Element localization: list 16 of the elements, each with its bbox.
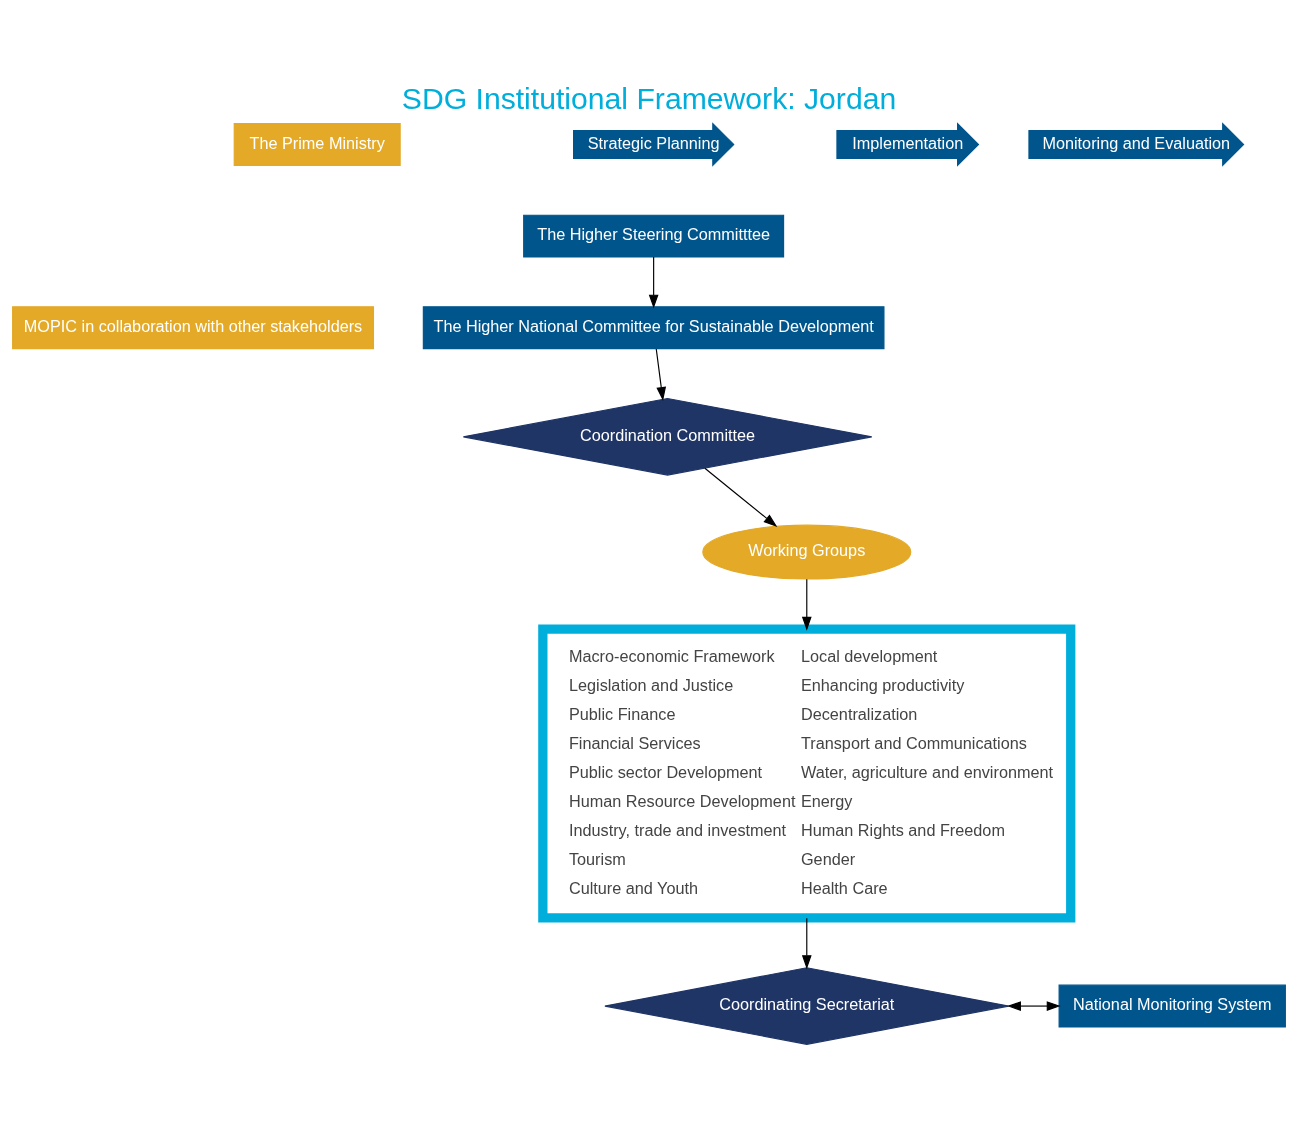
node-box: National Monitoring System <box>1058 984 1286 1028</box>
arrow <box>1007 1000 1061 1011</box>
arrow <box>801 578 812 631</box>
node-diamond: Coordination Committee <box>462 397 873 476</box>
node-box: The Higher National Committee for Sustainable Development <box>422 305 885 349</box>
node-diamond: Coordinating Secretariat <box>604 966 1010 1045</box>
node-box: MOPIC in collaboration with other stakeholders <box>12 305 375 349</box>
arrow <box>655 347 667 401</box>
arrow <box>801 917 812 969</box>
node-box: The Prime Ministry <box>233 122 401 166</box>
diagram-title: SDG Institutional Framework: Jordan <box>401 81 897 115</box>
arrow <box>704 467 778 527</box>
node-box: The Higher Steering Committtee <box>523 214 785 258</box>
arrow <box>648 256 659 309</box>
node-ellipse: Working Groups <box>702 524 912 580</box>
node-box: Macro-economic Framework Local development Legislation and Justice Enhancing productivity Public Finance Decentralization Financial Services Transport and Communications Public sector Development Water, agriculture and environment Human Resource Development Energy Industry, trade and investment Human Rights and Freedom Tourism Gender Culture and Youth Health Care <box>538 623 1076 923</box>
